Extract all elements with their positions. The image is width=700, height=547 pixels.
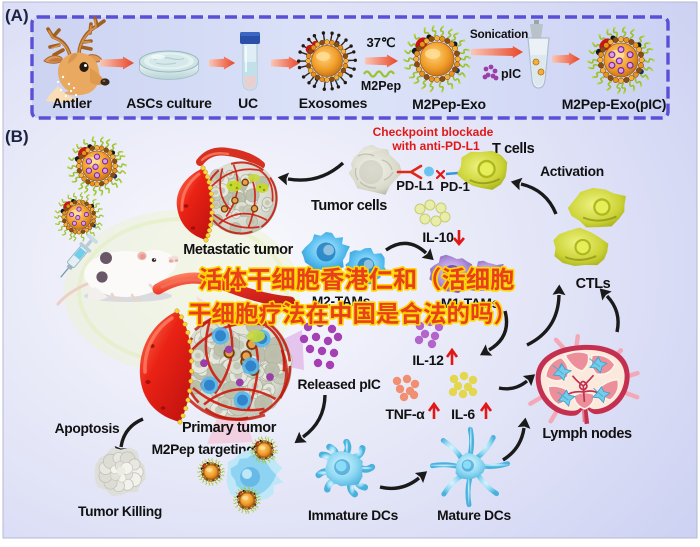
svg-text:with anti-PD-L1: with anti-PD-L1 <box>391 139 480 153</box>
svg-text:IL-10: IL-10 <box>422 229 454 245</box>
svg-text:pIC: pIC <box>501 67 521 81</box>
svg-text:IL-6: IL-6 <box>451 406 475 422</box>
svg-text:Antler: Antler <box>52 95 92 111</box>
svg-text:Checkpoint blockade: Checkpoint blockade <box>373 125 494 139</box>
svg-text:ASCs culture: ASCs culture <box>126 95 212 111</box>
svg-text:Exosomes: Exosomes <box>299 95 368 111</box>
svg-text:T cells: T cells <box>492 141 535 157</box>
svg-text:Tumor Killing: Tumor Killing <box>78 504 162 519</box>
svg-text:Tumor cells: Tumor cells <box>311 198 387 214</box>
svg-text:Apoptosis: Apoptosis <box>55 421 120 436</box>
svg-text:UC: UC <box>238 95 258 111</box>
svg-text:PD-L1: PD-L1 <box>396 178 434 193</box>
svg-text:M2Pep: M2Pep <box>361 79 402 93</box>
svg-text:Sonication: Sonication <box>470 27 528 41</box>
svg-text:M2Pep targeting: M2Pep targeting <box>152 442 255 457</box>
svg-text:PD-1: PD-1 <box>440 179 470 194</box>
svg-text:Metastatic tumor: Metastatic tumor <box>183 242 293 258</box>
svg-text:37℃: 37℃ <box>366 35 395 50</box>
svg-text:Mature DCs: Mature DCs <box>437 508 511 523</box>
svg-text:Activation: Activation <box>540 164 604 179</box>
svg-text:Primary tumor: Primary tumor <box>182 420 277 436</box>
svg-text:TNF-α: TNF-α <box>386 406 426 422</box>
svg-text:IL-12: IL-12 <box>412 352 444 368</box>
svg-text:CTLs: CTLs <box>576 276 611 292</box>
svg-text:(B): (B) <box>5 127 29 146</box>
svg-text:Immature DCs: Immature DCs <box>308 508 399 523</box>
svg-text:(A): (A) <box>5 6 29 25</box>
svg-text:Released pIC: Released pIC <box>297 377 380 392</box>
svg-text:Lymph nodes: Lymph nodes <box>542 426 632 442</box>
svg-text:M2Pep-Exo: M2Pep-Exo <box>412 96 486 112</box>
svg-text:M2Pep-Exo(pIC): M2Pep-Exo(pIC) <box>562 96 667 112</box>
